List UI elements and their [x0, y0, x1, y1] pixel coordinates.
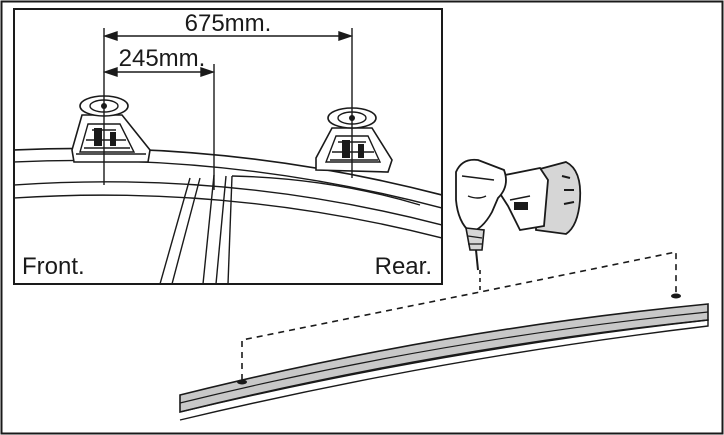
pillar-line	[159, 177, 191, 283]
rear-label: Rear.	[375, 253, 432, 280]
dim-675-label: 675mm.	[185, 10, 272, 37]
roof-edge-line	[15, 181, 441, 226]
drill-hole-rear	[671, 293, 681, 299]
pillar-line	[215, 175, 227, 283]
dimension-lines	[102, 28, 354, 190]
hole-reference-dashed-line	[241, 251, 677, 380]
pillar-line	[227, 175, 233, 283]
inset-panel: 675mm. 245mm. Front. Rear.	[13, 8, 443, 285]
front-rack-foot	[71, 95, 151, 163]
pillar-line	[202, 174, 215, 283]
roof-edge-line	[15, 194, 441, 239]
drill-hole-front	[237, 379, 247, 385]
pillar-line	[231, 175, 421, 206]
roof-rail	[179, 293, 709, 421]
pillar-line	[171, 177, 201, 283]
dim-245-label: 245mm.	[119, 45, 206, 72]
front-label: Front.	[22, 253, 85, 280]
rear-rack-foot	[315, 107, 393, 173]
roof-edge-line	[15, 159, 441, 209]
cordless-drill-icon	[455, 158, 582, 271]
